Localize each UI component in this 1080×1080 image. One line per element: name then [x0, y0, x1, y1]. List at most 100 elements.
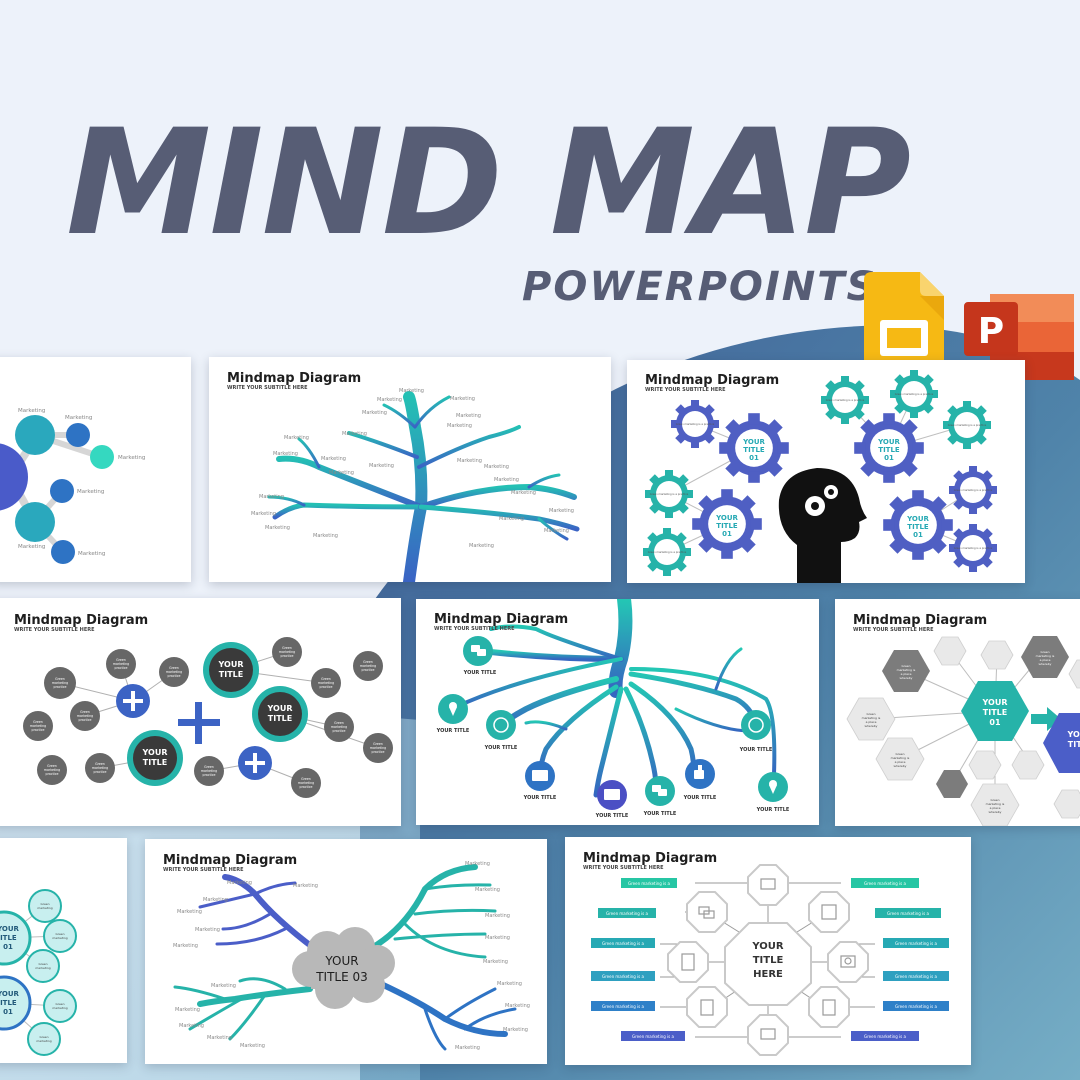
- svg-text:practice: practice: [362, 668, 375, 672]
- svg-text:a place: a place: [1040, 658, 1051, 662]
- svg-text:practice: practice: [168, 674, 181, 678]
- svg-text:Marketing: Marketing: [78, 551, 105, 557]
- svg-text:whereby: whereby: [894, 764, 907, 768]
- svg-text:YOUR: YOUR: [0, 925, 20, 933]
- svg-text:TITLE: TITLE: [983, 708, 1007, 717]
- svg-text:Green: Green: [321, 677, 331, 681]
- svg-text:Green marketing is a practice: Green marketing is a practice: [648, 550, 687, 554]
- svg-text:marketing is: marketing is: [897, 668, 916, 672]
- slide-octagon[interactable]: Mindmap Diagram WRITE YOUR SUBTITLE HERE: [565, 837, 971, 1065]
- svg-text:Marketing: Marketing: [362, 410, 387, 416]
- svg-text:Green: Green: [55, 1002, 64, 1006]
- svg-text:marketing: marketing: [298, 781, 314, 785]
- svg-text:marketing: marketing: [370, 746, 386, 750]
- svg-text:Marketing: Marketing: [18, 544, 45, 550]
- svg-text:whereby: whereby: [989, 810, 1002, 814]
- svg-text:TITLE: TITLE: [143, 758, 167, 767]
- svg-text:Marketing: Marketing: [195, 927, 220, 933]
- svg-text:TITLE: TITLE: [878, 446, 900, 454]
- svg-text:Green: Green: [334, 721, 344, 725]
- svg-text:01: 01: [3, 943, 13, 951]
- slide-circles[interactable]: Marketing Marketing Marketing Marketing …: [0, 357, 191, 582]
- svg-text:YOUR TITLE: YOUR TITLE: [484, 745, 518, 751]
- svg-text:marketing is: marketing is: [862, 716, 881, 720]
- svg-text:Green: Green: [47, 764, 57, 768]
- svg-text:Marketing: Marketing: [369, 463, 394, 469]
- svg-text:WRITE YOUR SUBTITLE HERE: WRITE YOUR SUBTITLE HERE: [14, 627, 95, 633]
- svg-text:Marketing: Marketing: [18, 408, 45, 414]
- svg-text:01: 01: [884, 454, 894, 462]
- svg-text:marketing: marketing: [37, 906, 52, 910]
- powerpoint-letter: P: [978, 311, 1004, 352]
- svg-text:Marketing: Marketing: [450, 396, 475, 402]
- svg-text:Green: Green: [363, 660, 373, 664]
- slide-roots[interactable]: Mindmap Diagram WRITE YOUR SUBTITLE HERE: [416, 599, 819, 825]
- svg-text:whereby: whereby: [1039, 662, 1052, 666]
- svg-text:Mindmap Diagram: Mindmap Diagram: [227, 371, 361, 386]
- svg-text:01: 01: [722, 530, 732, 538]
- svg-text:marketing: marketing: [52, 1006, 67, 1010]
- svg-text:Green: Green: [80, 710, 90, 714]
- svg-text:practice: practice: [115, 666, 128, 670]
- svg-text:Marketing: Marketing: [469, 543, 494, 549]
- svg-text:Marketing: Marketing: [293, 883, 318, 889]
- svg-text:marketing: marketing: [92, 766, 108, 770]
- svg-text:practice: practice: [32, 728, 45, 732]
- svg-text:TITLE: TITLE: [219, 670, 243, 679]
- svg-text:Green marketing is a: Green marketing is a: [602, 1004, 645, 1009]
- svg-text:YOUR: YOUR: [1067, 730, 1080, 739]
- svg-text:Marketing: Marketing: [203, 897, 228, 903]
- svg-text:Mindmap Diagram: Mindmap Diagram: [853, 613, 987, 628]
- slide-gears[interactable]: Mindmap Diagram WRITE YOUR SUBTITLE HERE…: [627, 360, 1025, 583]
- svg-text:Marketing: Marketing: [342, 431, 367, 437]
- svg-text:YOUR: YOUR: [751, 941, 784, 952]
- svg-text:Mindmap Diagram: Mindmap Diagram: [645, 373, 779, 388]
- svg-text:Marketing: Marketing: [483, 959, 508, 965]
- slide-circle-ring[interactable]: Green marketing Green marketing Green ma…: [0, 838, 127, 1063]
- svg-text:Green: Green: [1040, 650, 1049, 654]
- svg-text:Marketing: Marketing: [321, 456, 346, 462]
- svg-text:Green marketing is a: Green marketing is a: [895, 974, 938, 979]
- slide-hexagons[interactable]: Mindmap Diagram WRITE YOUR SUBTITLE HERE: [835, 599, 1080, 826]
- svg-text:YOUR: YOUR: [906, 515, 929, 523]
- slide-tree[interactable]: Mindmap Diagram WRITE YOUR SUBTITLE HERE…: [209, 357, 611, 582]
- svg-text:Green: Green: [55, 677, 65, 681]
- svg-text:Marketing: Marketing: [505, 1003, 530, 1009]
- svg-text:TITLE: TITLE: [0, 999, 17, 1007]
- svg-text:Marketing: Marketing: [329, 470, 354, 476]
- svg-text:Green: Green: [373, 742, 383, 746]
- svg-text:marketing: marketing: [30, 724, 46, 728]
- svg-text:Green marketing is a: Green marketing is a: [602, 941, 645, 946]
- svg-text:marketing: marketing: [35, 966, 50, 970]
- svg-text:Marketing: Marketing: [544, 528, 569, 534]
- svg-text:YOUR: YOUR: [0, 990, 20, 998]
- svg-text:Green: Green: [301, 777, 311, 781]
- svg-text:Marketing: Marketing: [475, 887, 500, 893]
- svg-text:practice: practice: [281, 654, 294, 658]
- svg-text:marketing: marketing: [279, 650, 295, 654]
- svg-text:Green marketing is a: Green marketing is a: [632, 1034, 675, 1039]
- svg-text:practice: practice: [320, 685, 333, 689]
- svg-text:Green marketing is a practice: Green marketing is a practice: [826, 398, 865, 402]
- svg-text:WRITE YOUR SUBTITLE HERE: WRITE YOUR SUBTITLE HERE: [853, 627, 934, 633]
- svg-text:a place: a place: [990, 806, 1001, 810]
- svg-text:YOUR: YOUR: [742, 438, 765, 446]
- svg-text:marketing: marketing: [44, 768, 60, 772]
- google-slides-icon: [864, 272, 944, 378]
- svg-text:WRITE YOUR SUBTITLE HERE: WRITE YOUR SUBTITLE HERE: [434, 626, 515, 632]
- head-silhouette: [778, 468, 867, 583]
- svg-text:YOUR TITLE: YOUR TITLE: [463, 670, 497, 676]
- svg-text:practice: practice: [203, 773, 216, 777]
- svg-text:a place: a place: [866, 720, 877, 724]
- svg-text:Green: Green: [55, 932, 64, 936]
- slide-clusters[interactable]: Mindmap Diagram WRITE YOUR SUBTITLE HERE: [0, 598, 401, 826]
- svg-text:YOUR TITLE: YOUR TITLE: [739, 747, 773, 753]
- svg-text:YOUR: YOUR: [982, 698, 1008, 707]
- svg-text:Green marketing is a: Green marketing is a: [895, 1004, 938, 1009]
- svg-text:practice: practice: [372, 750, 385, 754]
- svg-text:marketing: marketing: [113, 662, 129, 666]
- slide-cloud-branches[interactable]: Mindmap Diagram WRITE YOUR SUBTITLE HERE: [145, 839, 547, 1064]
- svg-text:Green marketing is a: Green marketing is a: [864, 881, 907, 886]
- svg-text:Green marketing is a: Green marketing is a: [895, 941, 938, 946]
- svg-text:YOUR: YOUR: [218, 660, 244, 669]
